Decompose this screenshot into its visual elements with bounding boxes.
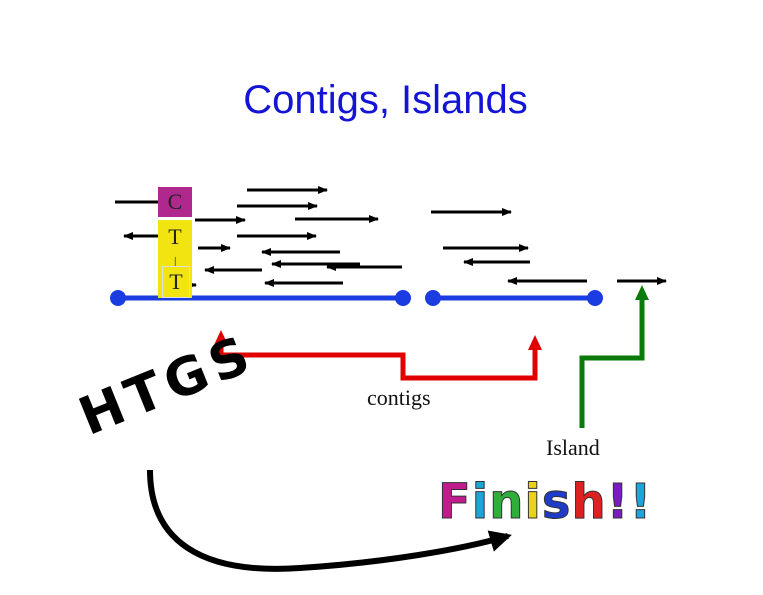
contig-lines [110, 290, 603, 306]
box-c: C [158, 187, 192, 217]
finish-letter: i [471, 474, 490, 530]
finish-wordart: Finish!! [438, 478, 652, 527]
contig-end [587, 290, 603, 306]
box-t-label: T [168, 224, 182, 249]
htgs-to-finish-arrow [147, 469, 512, 572]
finish-letter: ! [606, 474, 630, 530]
slide-title: Contigs, Islands [243, 78, 528, 122]
finish-letter: n [489, 474, 525, 530]
island-label: Island [546, 435, 600, 460]
contig-end [425, 290, 441, 306]
finish-letter: h [571, 474, 607, 530]
read-arrows [115, 186, 667, 289]
contigs-bracket [214, 330, 542, 381]
finish-letter: ! [629, 474, 653, 530]
island-bracket [579, 285, 649, 428]
finish-letter: s [541, 474, 572, 530]
box-c-label: C [167, 189, 183, 214]
box-t-label-2: T [162, 266, 190, 298]
box-t-separator: | [174, 254, 177, 268]
box-t: T | T [158, 220, 192, 298]
contigs-label: contigs [367, 385, 431, 410]
finish-letter: i [524, 474, 542, 530]
finish-letter: F [438, 474, 472, 530]
contig-end [395, 290, 411, 306]
contig-end [110, 290, 126, 306]
